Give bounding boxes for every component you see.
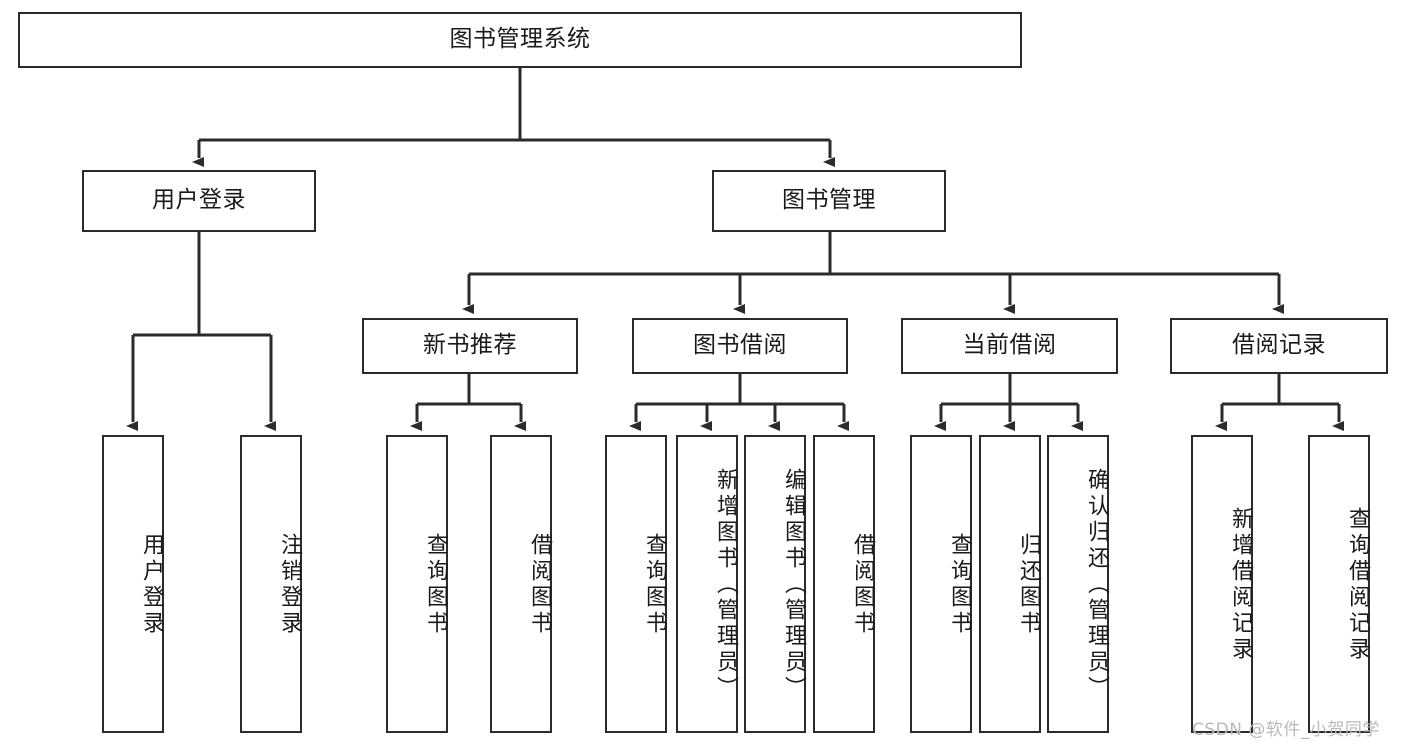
leaf-new-book-query[interactable]: 查询图书 bbox=[386, 435, 448, 733]
leaf-current-borrow-return[interactable]: 归还图书 bbox=[979, 435, 1041, 733]
node-label: 新书推荐 bbox=[423, 332, 517, 359]
node-label: 归还图书 bbox=[1016, 533, 1041, 637]
leaf-book-borrow-edit[interactable]: 编辑图书（管理员） bbox=[744, 435, 806, 733]
leaf-user-login-logout[interactable]: 注销登录 bbox=[240, 435, 302, 733]
node-label: 图书管理 bbox=[782, 187, 876, 214]
node-label: 注销登录 bbox=[277, 533, 302, 637]
node-label: 借阅图书 bbox=[527, 533, 552, 637]
node-label: 查询图书 bbox=[642, 533, 667, 637]
node-label: 用户登录 bbox=[139, 533, 164, 637]
node-book-management[interactable]: 图书管理 bbox=[712, 170, 946, 232]
node-label: 新增图书（管理员） bbox=[713, 468, 738, 702]
node-current-borrow[interactable]: 当前借阅 bbox=[901, 318, 1118, 374]
node-root-book-management-system[interactable]: 图书管理系统 bbox=[18, 12, 1022, 68]
leaf-book-borrow-borrow[interactable]: 借阅图书 bbox=[813, 435, 875, 733]
node-borrow-record[interactable]: 借阅记录 bbox=[1170, 318, 1388, 374]
node-label: 图书借阅 bbox=[693, 332, 787, 359]
node-label: 查询图书 bbox=[423, 533, 448, 637]
node-label: 用户登录 bbox=[152, 187, 246, 214]
watermark-text: CSDN @软件_小贺同学 bbox=[1192, 720, 1380, 740]
node-label: 借阅记录 bbox=[1232, 332, 1326, 359]
node-book-borrow[interactable]: 图书借阅 bbox=[632, 318, 848, 374]
node-label: 新增借阅记录 bbox=[1228, 507, 1253, 663]
node-label: 借阅图书 bbox=[850, 533, 875, 637]
node-label: 查询图书 bbox=[947, 533, 972, 637]
node-label: 确认归还（管理员） bbox=[1084, 468, 1109, 702]
leaf-current-borrow-query[interactable]: 查询图书 bbox=[910, 435, 972, 733]
leaf-book-borrow-add[interactable]: 新增图书（管理员） bbox=[676, 435, 738, 733]
leaf-new-book-borrow[interactable]: 借阅图书 bbox=[490, 435, 552, 733]
leaf-user-login-login[interactable]: 用户登录 bbox=[102, 435, 164, 733]
leaf-borrow-record-query[interactable]: 查询借阅记录 bbox=[1308, 435, 1370, 733]
node-label: 查询借阅记录 bbox=[1345, 507, 1370, 663]
node-label: 当前借阅 bbox=[962, 332, 1057, 359]
node-label: 图书管理系统 bbox=[449, 26, 591, 53]
node-label: 编辑图书（管理员） bbox=[781, 468, 806, 702]
leaf-book-borrow-query[interactable]: 查询图书 bbox=[605, 435, 667, 733]
leaf-borrow-record-add[interactable]: 新增借阅记录 bbox=[1191, 435, 1253, 733]
leaf-current-borrow-confirm-return[interactable]: 确认归还（管理员） bbox=[1047, 435, 1109, 733]
node-user-login[interactable]: 用户登录 bbox=[82, 170, 316, 232]
node-new-book-recommend[interactable]: 新书推荐 bbox=[362, 318, 578, 374]
